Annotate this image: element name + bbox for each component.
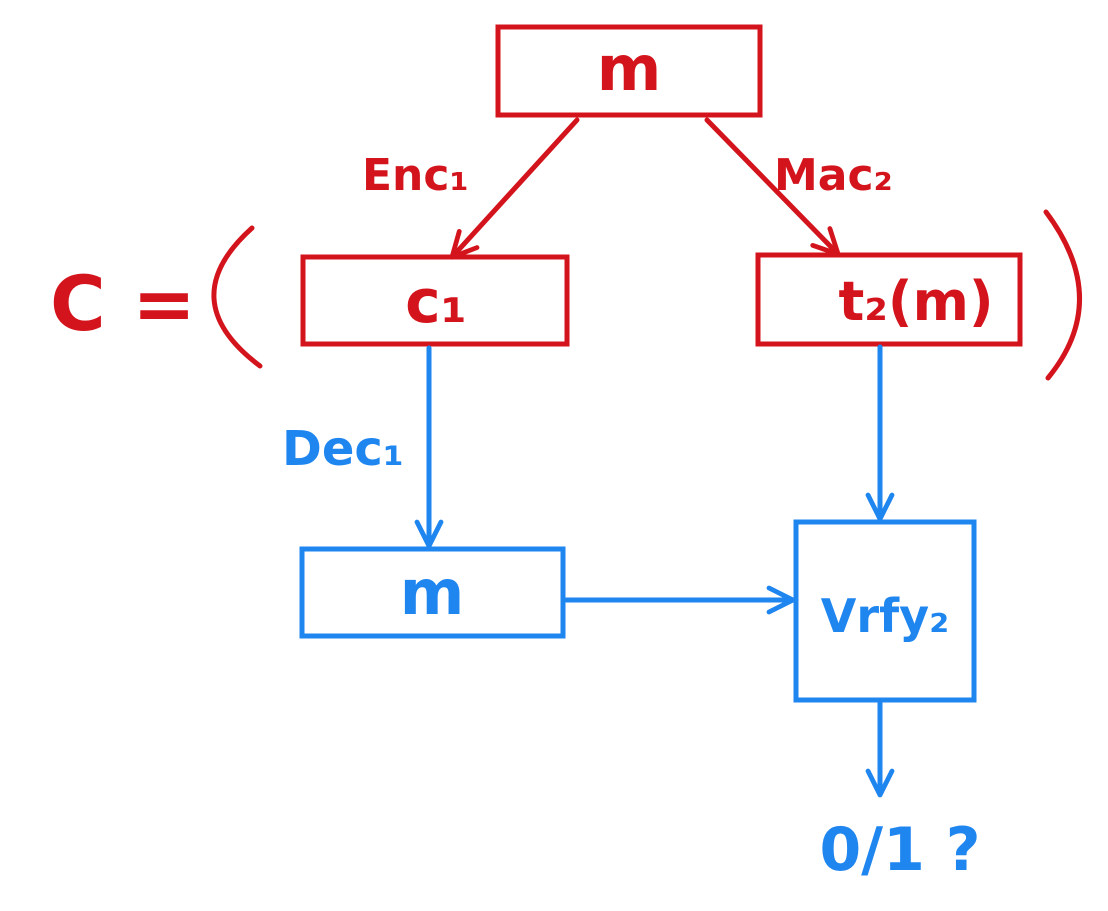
left-paren [211,225,263,369]
mac-label: Mac₂ [774,150,893,201]
decrypted-message-box [299,546,566,639]
enc-label: Enc₁ [362,150,469,201]
message-box-label: m [597,32,662,105]
encryption-group: m Enc₁ Mac₂ C = c₁ t₂(m) [50,24,1082,381]
ciphertext-box [300,254,570,347]
message-box [495,24,763,118]
output-label: 0/1 ? [819,815,980,885]
ciphertext-box-label: c₁ [405,267,467,337]
decrypted-message-label: m [400,556,465,629]
dec-label: Dec₁ [282,421,404,477]
mac-arrow [704,117,841,257]
right-paren [1043,209,1082,381]
tag-box-label: t₂(m) [838,270,993,333]
enc-arrow [449,117,580,260]
verify-box [793,519,977,703]
tag-box [755,252,1023,347]
verify-box-label: Vrfy₂ [821,589,949,643]
tuple-prefix: C = [50,259,196,348]
verification-group: Dec₁ m Vrfy₂ 0/1 ? [282,344,981,885]
